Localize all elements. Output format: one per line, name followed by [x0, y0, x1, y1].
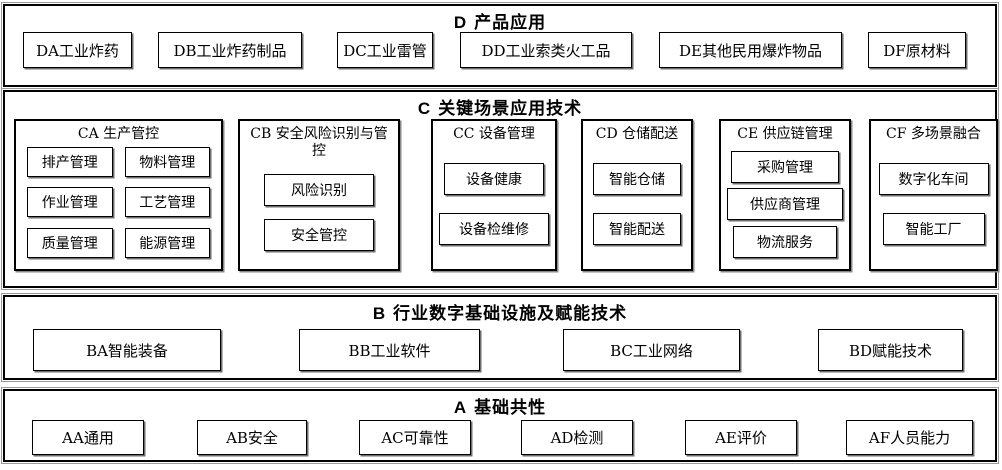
- group-ca-title: CA 生产管控: [77, 126, 160, 142]
- box-process-management: 工艺管理: [124, 187, 210, 218]
- group-ce-boxes: 采购管理 供应商管理 物流服务: [721, 143, 849, 269]
- box-ad-testing: AD检测: [521, 420, 633, 455]
- group-cd-boxes: 智能仓储 智能配送: [583, 143, 691, 269]
- group-ce-supply-chain: CE 供应链管理 采购管理 供应商管理 物流服务: [719, 119, 851, 271]
- section-b-letter: B: [372, 304, 387, 323]
- section-d-product-application: D 产品应用 DA工业炸药 DB工业炸药制品 DC工业雷管 DD工业索类火工品 D…: [1, 2, 999, 89]
- section-c-letter: C: [417, 99, 432, 118]
- box-bb-industrial-software: BB工业软件: [299, 329, 480, 371]
- box-digital-workshop: 数字化车间: [878, 163, 989, 195]
- box-bd-enabling-technology: BD赋能技术: [818, 329, 963, 371]
- section-c-key-scenario-technologies: C 关键场景应用技术 CA 生产管控 排产管理 物料管理 作业管理 工艺管理 质量…: [1, 88, 999, 290]
- section-c-title: C 关键场景应用技术: [5, 94, 995, 119]
- box-smart-factory: 智能工厂: [882, 213, 985, 245]
- section-a-title: A 基础共性: [5, 393, 995, 418]
- box-de-other-civil-explosives: DE其他民用爆炸物品: [659, 32, 842, 68]
- box-df-raw-materials: DF原材料: [868, 32, 966, 68]
- box-ab-safety: AB安全: [197, 420, 307, 455]
- section-a-title-text: 基础共性: [474, 398, 547, 417]
- box-quality-management: 质量管理: [27, 227, 113, 258]
- group-cf-multi-scenario-fusion: CF 多场景融合 数字化车间 智能工厂: [869, 119, 998, 271]
- box-logistics-services: 物流服务: [733, 225, 837, 258]
- box-supplier-management: 供应商管理: [727, 188, 843, 220]
- section-d-title: D 产品应用: [5, 8, 995, 33]
- box-energy-management: 能源管理: [124, 227, 210, 258]
- section-d-letter: D: [453, 13, 468, 32]
- group-cc-title: CC 设备管理: [453, 126, 535, 142]
- group-cc-boxes: 设备健康 设备检维修: [433, 143, 555, 269]
- group-cb-title: CB 安全风险识别与管控: [250, 126, 388, 159]
- box-ba-smart-equipment: BA智能装备: [33, 329, 221, 371]
- box-dd-cord-pyrotechnics: DD工业索类火工品: [460, 32, 632, 68]
- box-equipment-health: 设备健康: [444, 163, 544, 195]
- section-c-title-text: 关键场景应用技术: [438, 99, 583, 118]
- group-cd-title: CD 仓储配送: [595, 126, 679, 142]
- box-dc-industrial-detonators: DC工业雷管: [337, 32, 433, 68]
- group-ce-title: CE 供应链管理: [737, 126, 833, 142]
- box-material-management: 物料管理: [124, 147, 210, 177]
- group-cb-safety-risk: CB 安全风险识别与管控 风险识别 安全管控: [238, 119, 400, 271]
- section-b-title: B 行业数字基础设施及赋能技术: [5, 299, 995, 324]
- box-procurement-management: 采购管理: [731, 150, 839, 183]
- box-safety-control: 安全管控: [264, 218, 374, 251]
- section-d-title-text: 产品应用: [474, 13, 547, 32]
- group-cf-boxes: 数字化车间 智能工厂: [871, 143, 996, 269]
- box-operation-management: 作业管理: [27, 187, 113, 218]
- group-cc-equipment-management: CC 设备管理 设备健康 设备检维修: [431, 119, 557, 271]
- group-cb-boxes: 风险识别 安全管控: [240, 160, 398, 269]
- box-ac-reliability: AC可靠性: [359, 420, 471, 455]
- box-scheduling-management: 排产管理: [27, 147, 113, 177]
- section-a-letter: A: [453, 398, 468, 417]
- box-equipment-maintenance: 设备检维修: [439, 213, 549, 245]
- section-b-digital-infrastructure: B 行业数字基础设施及赋能技术 BA智能装备 BB工业软件 BC工业网络 BD赋能…: [1, 293, 999, 382]
- box-af-personnel-capability: AF人员能力: [846, 420, 973, 455]
- box-smart-warehousing: 智能仓储: [593, 163, 681, 195]
- group-cf-title: CF 多场景融合: [886, 126, 981, 142]
- section-b-title-text: 行业数字基础设施及赋能技术: [393, 304, 628, 323]
- box-risk-identification: 风险识别: [264, 174, 374, 207]
- box-ae-evaluation: AE评价: [685, 420, 797, 455]
- box-da-industrial-explosives: DA工业炸药: [23, 32, 132, 68]
- box-aa-general: AA通用: [32, 420, 144, 455]
- box-smart-distribution: 智能配送: [593, 213, 681, 245]
- box-bc-industrial-network: BC工业网络: [563, 329, 740, 371]
- group-ca-production-control: CA 生产管控 排产管理 物料管理 作业管理 工艺管理 质量管理 能源管理: [14, 119, 223, 271]
- group-cd-warehousing-distribution: CD 仓储配送 智能仓储 智能配送: [581, 119, 693, 271]
- section-a-basic-commonality: A 基础共性 AA通用 AB安全 AC可靠性 AD检测 AE评价 AF人员能力: [1, 387, 999, 464]
- group-ca-boxes: 排产管理 物料管理 作业管理 工艺管理 质量管理 能源管理: [16, 143, 221, 269]
- box-db-explosive-products: DB工业炸药制品: [158, 32, 302, 68]
